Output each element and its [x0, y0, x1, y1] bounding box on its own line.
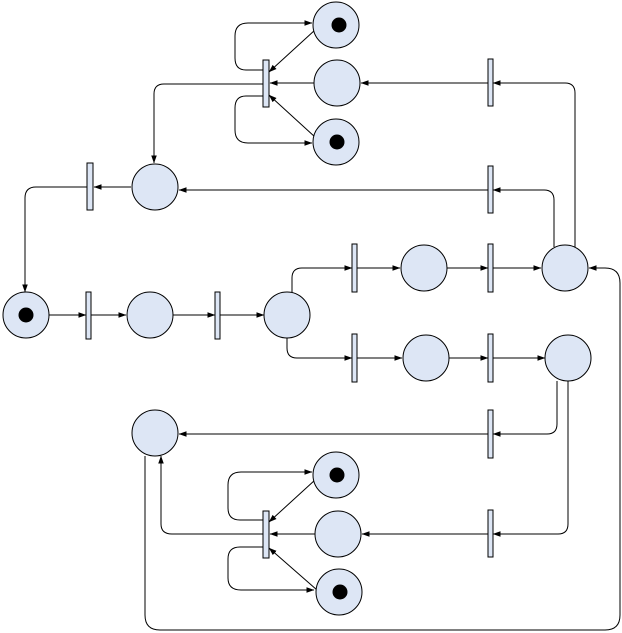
arc-pleft-lower-loop-to-pupper-right	[144, 265, 621, 631]
arc-pupper-right-to-tmid-right	[492, 187, 555, 247]
place-lower-right	[544, 334, 592, 382]
place-left-upper	[131, 163, 179, 211]
transition-top-right	[487, 58, 494, 107]
arc-plower-right-to-tbottom-right-1	[492, 381, 558, 437]
arc-psplit-to-tupper-a	[291, 265, 353, 295]
transition-upper-a	[351, 243, 358, 293]
arc-ptop3-to-ttop-left	[268, 94, 316, 138]
arc-pbot1-to-tbottom-left	[268, 479, 316, 523]
transition-upper-b	[487, 243, 494, 293]
transition-lower-b	[487, 333, 494, 383]
arc-tbottom-left-to-pbot1	[227, 469, 313, 521]
arc-plower-right-to-tbottom-right-2	[492, 381, 569, 537]
arc-psplit-to-tlower-a	[286, 337, 353, 361]
token-start	[18, 307, 34, 323]
place-split	[263, 291, 311, 339]
place-lower-mid	[402, 334, 450, 382]
token-top-3	[329, 134, 345, 150]
place-bottom-2	[314, 510, 362, 558]
arc-ttop-left-to-ptop3	[234, 95, 313, 146]
arc-ttop-left-to-pleft-upper	[151, 83, 263, 164]
place-a	[126, 291, 174, 339]
arc-tbottom-left-to-pbot3	[227, 546, 315, 593]
transition-bottom-left	[262, 510, 270, 559]
place-upper-right	[541, 244, 589, 292]
transition-t2	[214, 291, 221, 340]
token-bottom-1	[329, 467, 345, 483]
transition-left	[86, 162, 94, 211]
arc-tbottom-left-to-pleft-lower	[158, 455, 263, 535]
transition-top-left	[262, 59, 270, 108]
place-left-lower	[131, 409, 179, 457]
arc-ttop-left-to-ptop1	[234, 20, 313, 71]
token-top-1	[331, 17, 347, 33]
transition-lower-a	[351, 333, 358, 383]
arc-pupper-right-to-ttop-right	[492, 80, 576, 250]
arc-ptop1-to-ttop-left	[268, 29, 316, 73]
transition-bottom-right-2	[487, 509, 494, 558]
transition-t1	[85, 291, 92, 340]
transition-mid-right	[487, 165, 494, 214]
place-upper-mid	[400, 244, 448, 292]
place-top-2	[313, 59, 361, 107]
arc-tleft-to-start	[22, 186, 87, 293]
arc-pbot3-to-tbottom-left	[268, 547, 318, 591]
token-bottom-3	[332, 584, 348, 600]
transition-bottom-right-1	[487, 409, 494, 459]
